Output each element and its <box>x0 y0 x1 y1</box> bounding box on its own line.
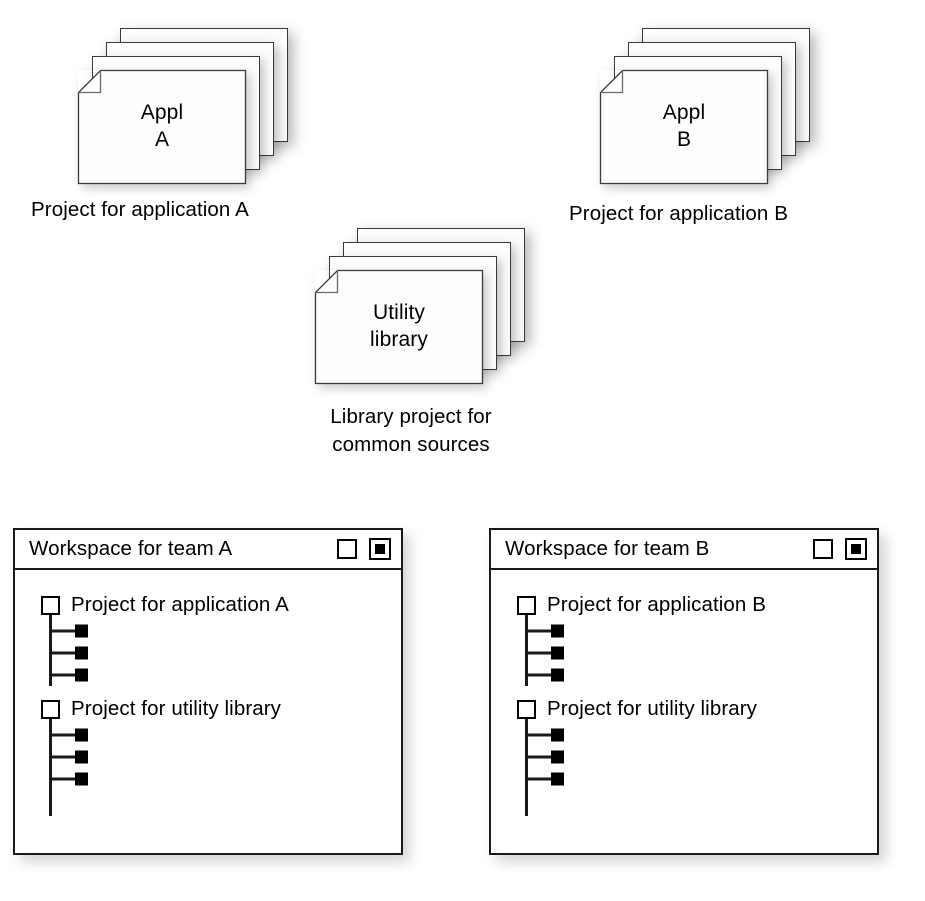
project-node-icon <box>41 595 60 615</box>
source-leaf-icon <box>75 668 88 682</box>
caption-project-application-a: Project for application A <box>31 198 249 221</box>
window-controls <box>813 538 867 560</box>
window-title: Workspace for team A <box>29 537 233 560</box>
document-stack-utility-library[interactable]: Utility library <box>314 228 565 403</box>
restore-icon[interactable] <box>845 538 867 560</box>
tree-trunk-tail <box>49 790 52 816</box>
tree-node-label: Project for utility library <box>547 697 758 720</box>
tree-trunk-line <box>49 718 52 790</box>
restore-icon[interactable] <box>369 538 391 560</box>
stack-sheet-front <box>599 69 769 185</box>
tree-children <box>49 614 393 686</box>
tree-branch-line <box>49 755 78 759</box>
tree-group: Project for application B <box>517 590 869 686</box>
source-leaf-icon <box>551 750 564 764</box>
tree-trunk-line <box>525 718 528 790</box>
window-title: Workspace for team B <box>505 537 710 560</box>
project-node-icon <box>517 699 536 719</box>
tree-node-project[interactable]: Project for utility library <box>41 694 393 724</box>
project-node-icon <box>41 699 60 719</box>
source-leaf-icon <box>551 668 564 682</box>
source-leaf-icon <box>75 728 88 742</box>
stack-sheet-front <box>314 269 484 385</box>
maximize-icon[interactable] <box>813 539 833 559</box>
source-leaf-icon <box>551 772 564 786</box>
tree-node-label: Project for application A <box>71 593 289 616</box>
tree-leaf[interactable] <box>525 642 869 664</box>
workspace-window-team-b[interactable]: Workspace for team B Project for applica… <box>489 528 879 855</box>
tree-leaf[interactable] <box>49 642 393 664</box>
source-leaf-icon <box>551 624 564 638</box>
tree-node-project[interactable]: Project for application A <box>41 590 393 620</box>
project-tree: Project for application A <box>41 590 393 853</box>
tree-leaf[interactable] <box>49 746 393 768</box>
tree-branch-line <box>49 673 78 677</box>
tree-leaf[interactable] <box>525 768 869 790</box>
workspace-window-team-a[interactable]: Workspace for team A Project for applica… <box>13 528 403 855</box>
tree-leaf[interactable] <box>525 664 869 686</box>
tree-trunk-line <box>525 614 528 686</box>
tree-branch-line <box>525 673 554 677</box>
tree-children <box>525 614 869 686</box>
tree-node-project[interactable]: Project for utility library <box>517 694 869 724</box>
window-body: Project for application B <box>491 570 877 853</box>
tree-branch-line <box>49 733 78 737</box>
source-leaf-icon <box>551 728 564 742</box>
document-stack-application-a[interactable]: Appl A <box>77 28 328 203</box>
tree-branch-line <box>525 755 554 759</box>
tree-trunk-tail <box>525 790 528 816</box>
tree-trunk-line <box>49 614 52 686</box>
tree-group: Project for application A <box>41 590 393 686</box>
tree-node-label: Project for utility library <box>71 697 282 720</box>
stack-sheet-front <box>77 69 247 185</box>
tree-leaf[interactable] <box>49 724 393 746</box>
source-leaf-icon <box>75 772 88 786</box>
source-leaf-icon <box>75 624 88 638</box>
window-controls <box>337 538 391 560</box>
caption-project-application-b: Project for application B <box>569 202 789 225</box>
tree-children <box>49 718 393 816</box>
tree-leaf[interactable] <box>525 724 869 746</box>
maximize-icon[interactable] <box>337 539 357 559</box>
project-node-icon <box>517 595 536 615</box>
tree-leaf[interactable] <box>49 620 393 642</box>
tree-branch-line <box>49 777 78 781</box>
tree-children <box>525 718 869 816</box>
tree-leaf[interactable] <box>49 664 393 686</box>
source-leaf-icon <box>75 750 88 764</box>
tree-branch-line <box>49 629 78 633</box>
tree-branch-line <box>525 777 554 781</box>
source-leaf-icon <box>75 646 88 660</box>
project-tree: Project for application B <box>517 590 869 853</box>
tree-branch-line <box>49 651 78 655</box>
source-leaf-icon <box>551 646 564 660</box>
window-body: Project for application A <box>15 570 401 853</box>
tree-leaf[interactable] <box>525 746 869 768</box>
tree-node-label: Project for application B <box>547 593 767 616</box>
tree-branch-line <box>525 651 554 655</box>
tree-leaf[interactable] <box>525 620 869 642</box>
tree-branch-line <box>525 733 554 737</box>
window-titlebar[interactable]: Workspace for team B <box>491 530 877 570</box>
tree-group: Project for utility library <box>517 694 869 816</box>
window-titlebar[interactable]: Workspace for team A <box>15 530 401 570</box>
tree-branch-line <box>525 629 554 633</box>
tree-group: Project for utility library <box>41 694 393 816</box>
caption-project-utility-library: Library project for common sources <box>330 405 492 456</box>
tree-leaf[interactable] <box>49 768 393 790</box>
document-stack-application-b[interactable]: Appl B <box>599 28 850 203</box>
tree-node-project[interactable]: Project for application B <box>517 590 869 620</box>
